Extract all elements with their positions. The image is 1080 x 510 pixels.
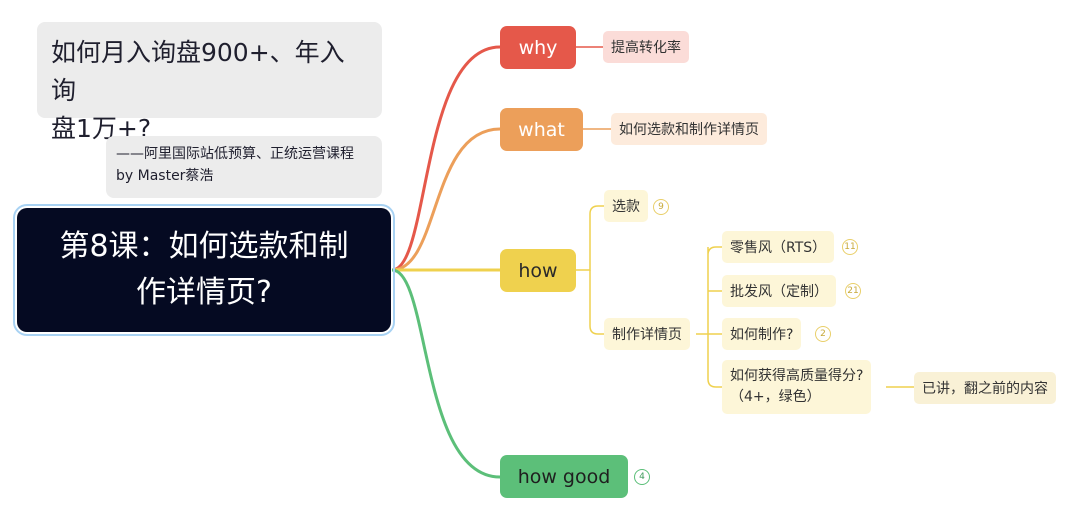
collapsed-count-badge[interactable]: 2 <box>815 326 831 342</box>
branch-why[interactable]: why <box>500 26 576 69</box>
branch-what-label: what <box>518 118 565 141</box>
collapsed-count-badge[interactable]: 4 <box>634 469 650 485</box>
topic-improve-conversion[interactable]: 提高转化率 <box>603 31 689 63</box>
branch-how-good[interactable]: how good <box>500 455 628 498</box>
link-how-zhizuo <box>589 270 604 335</box>
link-how-xuankuan <box>576 205 604 271</box>
collapsed-count-badge-text: 2 <box>820 329 826 339</box>
central-topic[interactable]: 第8课：如何选款和制 作详情页? <box>13 204 395 336</box>
link-root-why <box>391 45 501 272</box>
collapsed-count-badge-text: 9 <box>658 202 664 212</box>
collapsed-count-badge-text: 4 <box>639 472 645 482</box>
collapsed-count-badge[interactable]: 9 <box>653 199 669 215</box>
branch-why-label: why <box>518 36 558 59</box>
title-note: 如何月入询盘900+、年入询 盘1万+? <box>37 22 382 143</box>
topic-quality-score-line-1: 如何获得高质量得分? <box>730 368 864 384</box>
collapsed-count-badge-text: 11 <box>844 242 856 252</box>
branch-how-label: how <box>518 259 558 282</box>
topic-quality-score-line-2: （4+，绿色） <box>730 389 821 405</box>
subtitle-line-2: by Master蔡浩 <box>116 168 214 184</box>
collapsed-count-badge-text: 21 <box>847 286 859 296</box>
topic-improve-conversion-label: 提高转化率 <box>611 40 681 56</box>
topic-make-detail-page-label: 制作详情页 <box>612 327 682 343</box>
topic-retail-style[interactable]: 零售风（RTS） <box>722 231 835 263</box>
link-root-howgood <box>391 268 501 479</box>
topic-already-covered[interactable]: 已讲，翻之前的内容 <box>914 372 1056 404</box>
topic-already-covered-label: 已讲，翻之前的内容 <box>922 381 1048 397</box>
branch-how-good-label: how good <box>517 465 611 488</box>
topic-product-selection[interactable]: 选款 <box>604 190 648 222</box>
central-topic-line-2: 作详情页? <box>136 275 272 310</box>
topic-wholesale-style[interactable]: 批发风（定制） <box>722 275 836 307</box>
topic-how-to-make[interactable]: 如何制作? <box>722 318 802 350</box>
topic-product-selection-label: 选款 <box>612 199 640 215</box>
collapsed-count-badge[interactable]: 11 <box>842 239 858 255</box>
branch-how[interactable]: how <box>500 249 576 292</box>
topic-quality-score[interactable]: 如何获得高质量得分? （4+，绿色） <box>722 360 872 414</box>
central-topic-line-1: 第8课：如何选款和制 <box>59 229 349 264</box>
topic-make-detail-page[interactable]: 制作详情页 <box>604 318 690 350</box>
topic-wholesale-style-label: 批发风（定制） <box>730 284 828 300</box>
collapsed-count-badge[interactable]: 21 <box>845 283 861 299</box>
title-line-1: 如何月入询盘900+、年入询 <box>51 38 345 105</box>
link-zhizuo-children <box>696 246 722 388</box>
subtitle-line-1: ——阿里国际站低预算、正统运营课程 <box>116 146 354 162</box>
subtitle-note: ——阿里国际站低预算、正统运营课程 by Master蔡浩 <box>106 136 382 198</box>
link-root-what <box>391 127 501 272</box>
topic-how-to-make-label: 如何制作? <box>730 327 794 343</box>
topic-select-and-detail-page-label: 如何选款和制作详情页 <box>619 122 759 138</box>
topic-retail-style-label: 零售风（RTS） <box>730 240 827 256</box>
topic-select-and-detail-page[interactable]: 如何选款和制作详情页 <box>611 113 767 145</box>
branch-what[interactable]: what <box>500 108 583 151</box>
